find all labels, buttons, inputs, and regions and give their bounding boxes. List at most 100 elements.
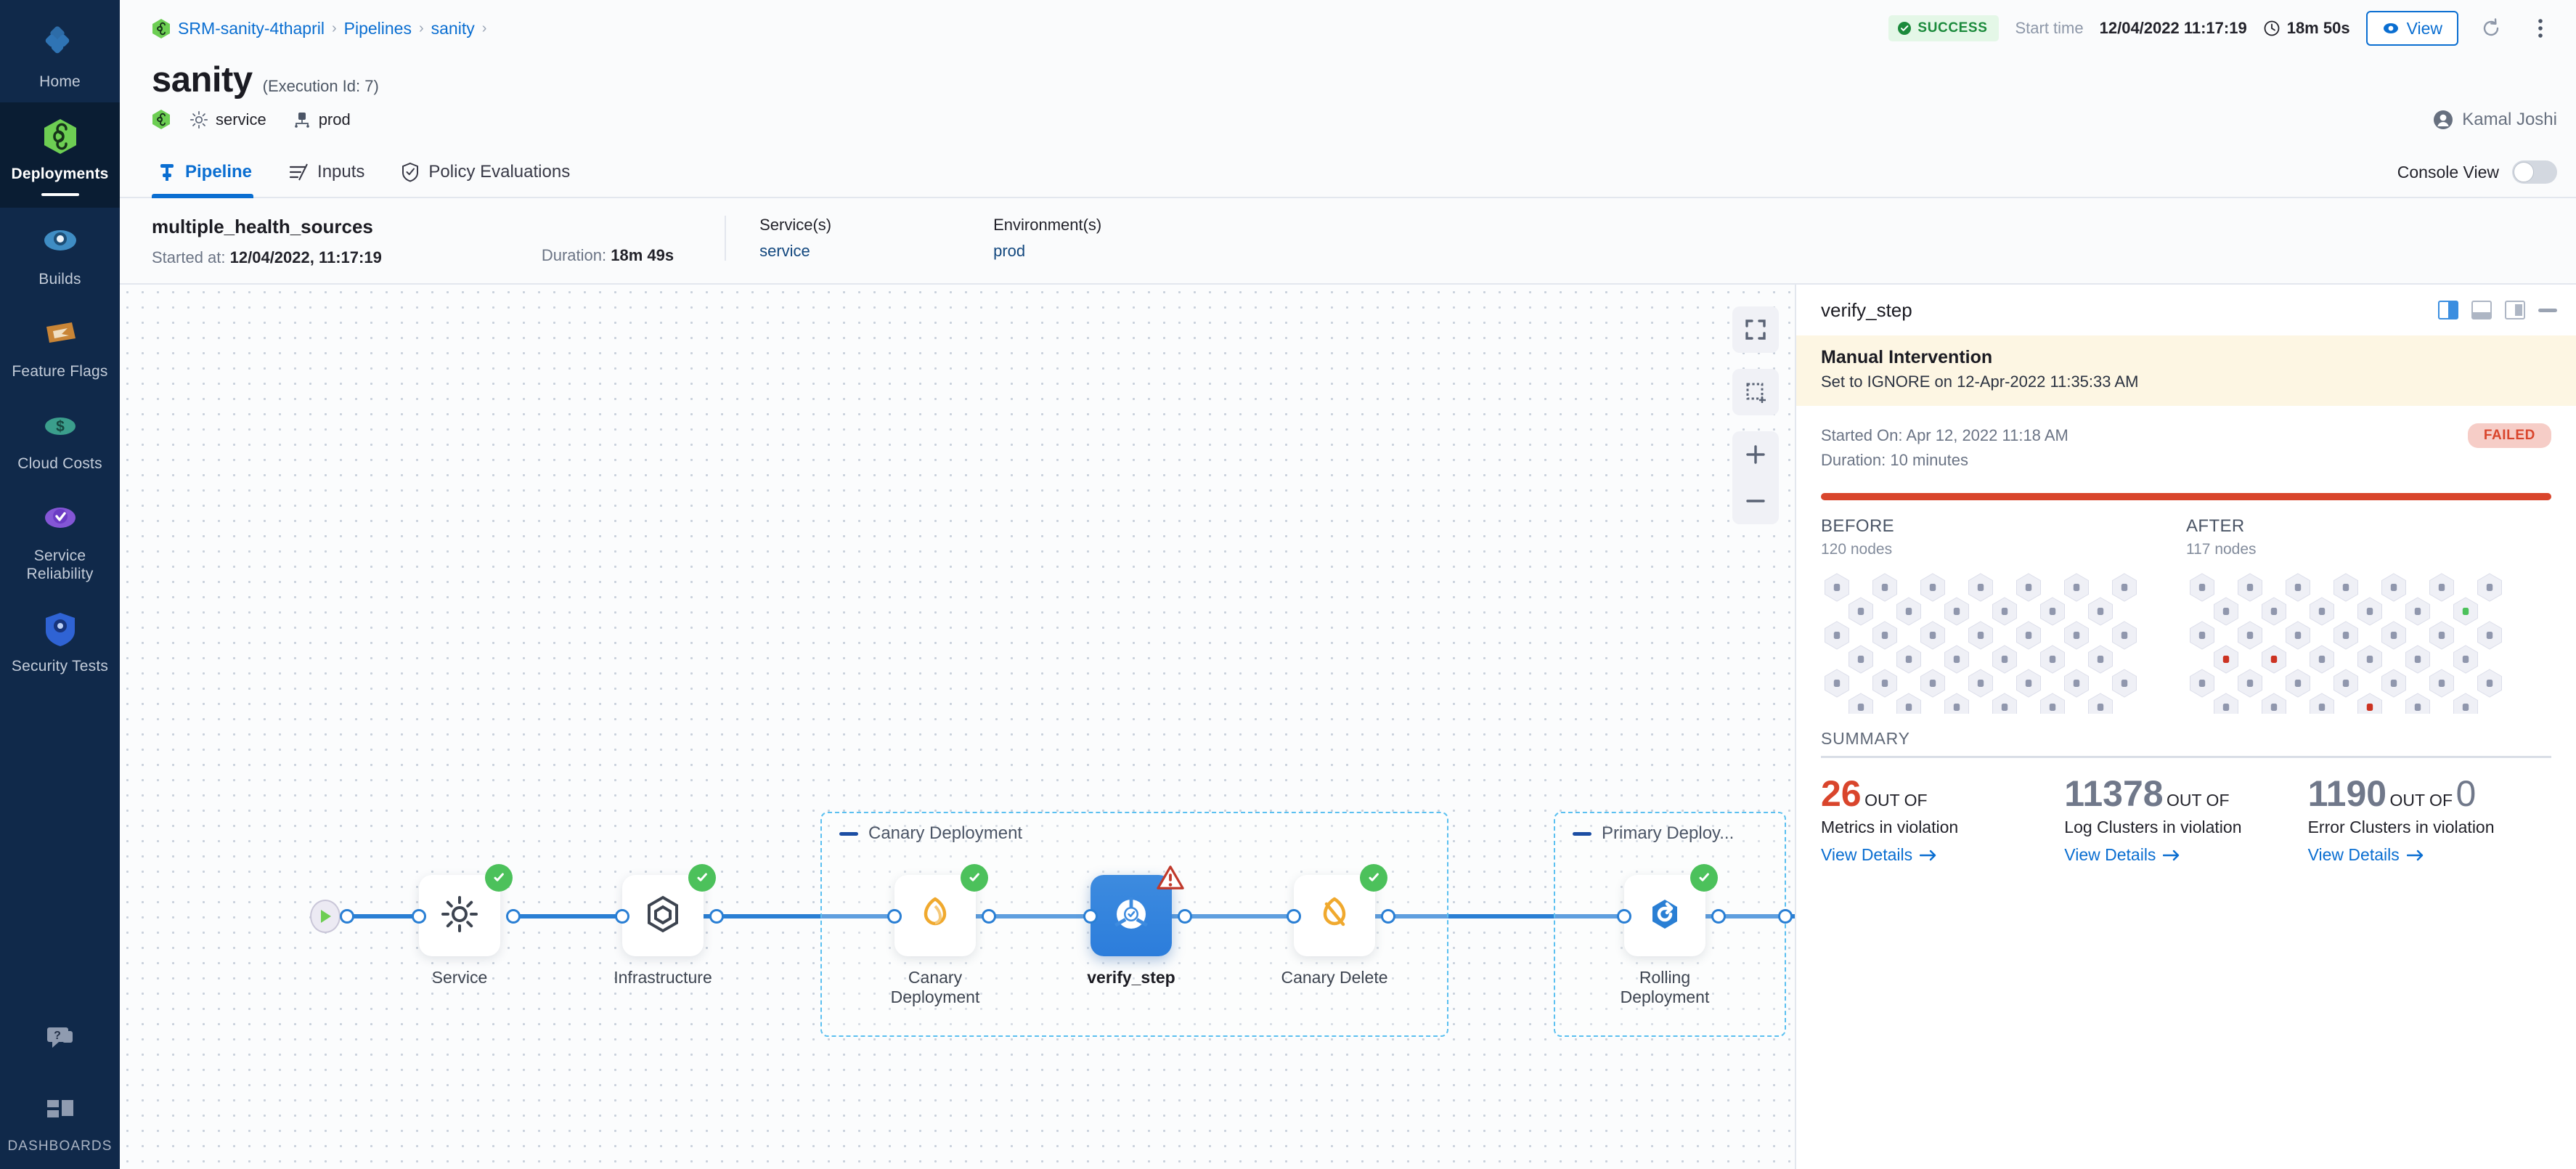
harness-hex-icon bbox=[152, 18, 171, 39]
breadcrumb-separator: › bbox=[418, 20, 424, 36]
refresh-icon[interactable] bbox=[2474, 12, 2508, 45]
node-infrastructure[interactable]: Infrastructure bbox=[614, 864, 716, 987]
panel-header-icons bbox=[2438, 301, 2557, 319]
node-canary-delete[interactable]: Canary Delete bbox=[1281, 864, 1388, 987]
duration-display: 18m 50s bbox=[2263, 19, 2350, 38]
node-card[interactable] bbox=[1091, 865, 1184, 956]
active-indicator bbox=[41, 193, 79, 196]
tab-pipeline[interactable]: Pipeline bbox=[152, 162, 269, 198]
sidebar-item-security-tests[interactable]: Security Tests bbox=[0, 595, 120, 687]
node-service[interactable]: Service bbox=[419, 864, 513, 987]
node-canary-deployment[interactable]: Canary Deployment bbox=[891, 864, 988, 1007]
console-view-label: Console View bbox=[2397, 162, 2499, 182]
more-vertical-icon[interactable] bbox=[2524, 12, 2557, 45]
console-view-switch[interactable] bbox=[2512, 160, 2557, 184]
check-circle-icon bbox=[1897, 21, 1912, 36]
node-card[interactable] bbox=[1294, 864, 1387, 956]
start-time-value: 12/04/2022 11:17:19 bbox=[2099, 19, 2247, 37]
duration-value: 18m 49s bbox=[611, 246, 674, 264]
edge-port bbox=[1711, 909, 1726, 924]
security-tests-icon bbox=[39, 608, 81, 650]
edge-port bbox=[887, 909, 902, 924]
arrow-right-icon bbox=[2163, 850, 2180, 860]
services-label: Service(s) bbox=[759, 216, 832, 234]
group-primary-deployment[interactable]: Primary Deploy... bbox=[1554, 812, 1786, 1037]
canvas-tools bbox=[1732, 306, 1779, 524]
environments-label: Environment(s) bbox=[993, 216, 1102, 234]
step-details-panel: verify_step Manual Intervention Set to I… bbox=[1795, 285, 2576, 1169]
status-badge-success bbox=[1360, 864, 1387, 892]
stage-info: multiple_health_sources Started at: 12/0… bbox=[152, 216, 411, 267]
breadcrumb-separator: › bbox=[331, 20, 337, 36]
dashboards-grid-icon[interactable] bbox=[39, 1089, 81, 1131]
sidebar-item-label: Service Reliability bbox=[26, 547, 94, 582]
node-card[interactable] bbox=[1624, 864, 1718, 956]
manual-intervention-banner: Manual Intervention Set to IGNORE on 12-… bbox=[1796, 335, 2576, 406]
view-details-link[interactable]: View Details bbox=[1821, 845, 1937, 865]
node-label: Rolling Deployment bbox=[1620, 968, 1710, 1006]
collapse-dash-icon[interactable] bbox=[839, 831, 858, 836]
view-button[interactable]: View bbox=[2365, 11, 2458, 46]
node-label: Infrastructure bbox=[614, 968, 712, 987]
kubernetes-delete-icon bbox=[1314, 894, 1355, 938]
node-card[interactable] bbox=[419, 864, 513, 956]
tabs-bar: Pipeline Inputs bbox=[120, 142, 2576, 198]
user-chip[interactable]: Kamal Joshi bbox=[2433, 110, 2557, 130]
sidebar-item-feature-flags[interactable]: Feature Flags bbox=[0, 300, 120, 392]
tab-label: Inputs bbox=[317, 162, 365, 182]
edge-port bbox=[1287, 909, 1301, 924]
services-value[interactable]: service bbox=[759, 242, 810, 260]
split-right-icon[interactable] bbox=[2438, 301, 2458, 319]
edge-port bbox=[1778, 909, 1793, 924]
after-title: AFTER bbox=[2186, 516, 2245, 536]
zoom-controls bbox=[1732, 431, 1779, 524]
sidebar-item-deployments[interactable]: Deployments bbox=[0, 102, 120, 208]
select-area-icon[interactable] bbox=[1732, 369, 1779, 415]
gear-icon bbox=[189, 110, 208, 129]
minimize-icon[interactable] bbox=[2538, 308, 2557, 312]
dock-right-icon[interactable] bbox=[2505, 301, 2525, 319]
sidebar-item-home[interactable]: Home bbox=[0, 10, 120, 102]
pipeline-canvas[interactable]: Canary Deployment Primary Deploy... bbox=[120, 285, 1795, 1169]
view-details-link[interactable]: View Details bbox=[2064, 845, 2180, 865]
zoom-out-icon[interactable] bbox=[1732, 478, 1779, 524]
sidebar-item-cloud-costs[interactable]: $ Cloud Costs bbox=[0, 392, 120, 484]
view-details-label: View Details bbox=[2307, 845, 2400, 864]
edge-port bbox=[982, 909, 996, 924]
collapse-dash-icon[interactable] bbox=[1573, 831, 1591, 836]
node-label: verify_step bbox=[1087, 968, 1175, 987]
node-card[interactable] bbox=[894, 864, 988, 956]
started-label: Started at: bbox=[152, 248, 226, 266]
eye-icon bbox=[2382, 20, 2400, 37]
panel-title: verify_step bbox=[1821, 298, 1912, 321]
manual-intervention-title: Manual Intervention bbox=[1821, 347, 1993, 367]
environments-value[interactable]: prod bbox=[993, 242, 1026, 260]
help-chat-icon[interactable]: ? bbox=[39, 1017, 81, 1059]
kubernetes-rolling-icon bbox=[1644, 894, 1685, 938]
main-sidebar: Home Deployments Builds bbox=[0, 0, 120, 1169]
console-view-toggle[interactable]: Console View bbox=[2397, 160, 2557, 197]
edge-port bbox=[1617, 909, 1631, 924]
summary-out-of: OUT OF bbox=[2389, 791, 2453, 810]
sidebar-item-builds[interactable]: Builds bbox=[0, 208, 120, 300]
harness-hex-icon bbox=[152, 109, 171, 130]
breadcrumb-item-account[interactable]: SRM-sanity-4thapril bbox=[178, 18, 325, 38]
view-details-label: View Details bbox=[2064, 845, 2156, 864]
edge bbox=[1325, 914, 1615, 918]
view-details-link[interactable]: View Details bbox=[2308, 845, 2424, 865]
breadcrumb-item-pipelines[interactable]: Pipelines bbox=[343, 18, 412, 38]
node-verify-step[interactable]: verify_step bbox=[1087, 865, 1184, 987]
start-time-label: Start time bbox=[2015, 19, 2084, 37]
svg-text:$: $ bbox=[56, 418, 65, 435]
fit-to-screen-icon[interactable] bbox=[1732, 306, 1779, 353]
tab-inputs[interactable]: Inputs bbox=[282, 162, 382, 197]
zoom-in-icon[interactable] bbox=[1732, 431, 1779, 478]
tab-policy-evaluations[interactable]: Policy Evaluations bbox=[395, 162, 587, 197]
status-badge-label: SUCCESS bbox=[1917, 20, 1988, 36]
breadcrumb-item-pipeline[interactable]: sanity bbox=[431, 18, 475, 38]
pipeline-start-node[interactable] bbox=[310, 900, 341, 933]
node-card[interactable] bbox=[622, 864, 716, 956]
dock-bottom-icon[interactable] bbox=[2471, 301, 2492, 319]
node-rolling-deployment[interactable]: Rolling Deployment bbox=[1621, 864, 1718, 1007]
sidebar-item-service-reliability[interactable]: Service Reliability bbox=[0, 484, 120, 595]
